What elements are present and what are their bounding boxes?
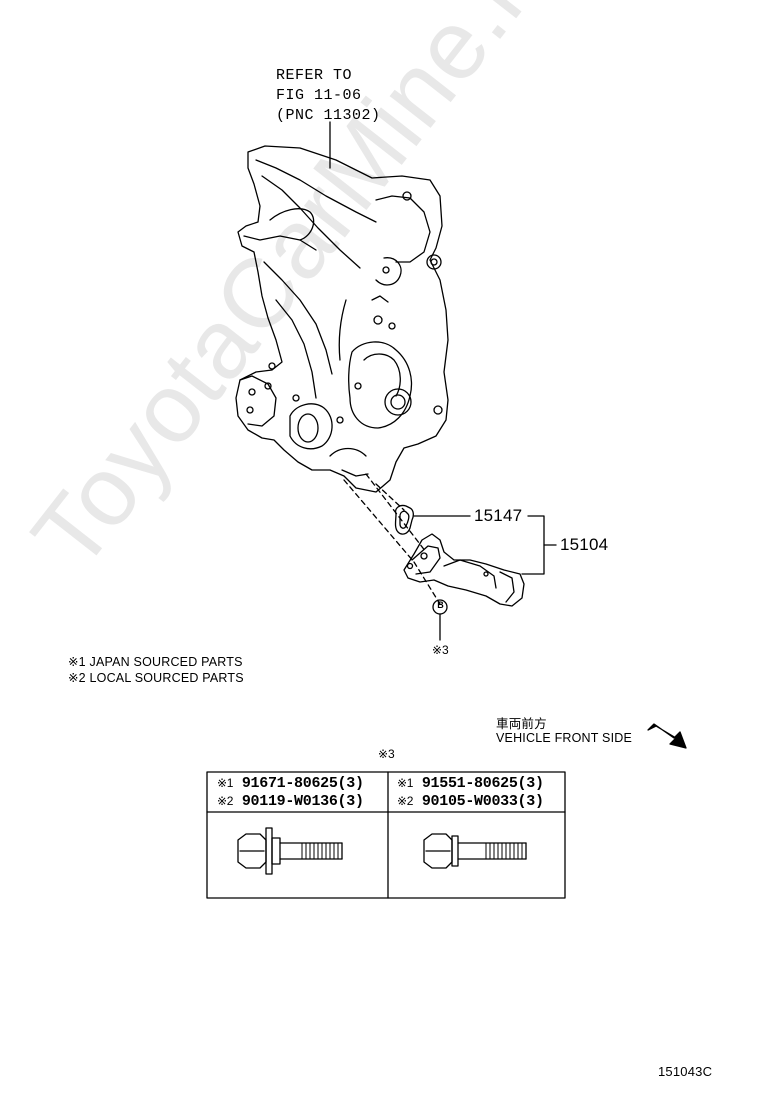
callout-15147[interactable]: 15147 (474, 506, 523, 525)
figure-id: 151043C (658, 1064, 713, 1079)
right-part-row1[interactable]: ※1 91551-80625(3) (397, 775, 544, 792)
left-mark1: ※1 (217, 776, 234, 790)
vehicle-front-arrow (647, 723, 687, 749)
left-part-row2[interactable]: ※2 90119-W0136(3) (217, 793, 364, 810)
right-part2: 90105-W0033(3) (421, 793, 544, 810)
right-part1: 91551-80625(3) (421, 775, 544, 792)
gasket-drawing (394, 504, 414, 535)
left-mark2: ※2 (217, 794, 234, 808)
right-part-row2[interactable]: ※2 90105-W0033(3) (397, 793, 544, 810)
left-part2: 90119-W0136(3) (241, 793, 364, 810)
refer-note[interactable]: REFER TO FIG 11-06 (PNC 11302) (276, 66, 381, 126)
timing-cover-drawing (235, 145, 449, 493)
callout-15104[interactable]: 15104 (560, 535, 609, 554)
hex-bolt-drawing (423, 833, 527, 869)
legend-local-sourced: ※2 LOCAL SOURCED PARTS (68, 671, 244, 685)
strainer-bracket-line (521, 515, 545, 575)
refer-note-line2: FIG 11-06 (276, 87, 362, 104)
vehicle-front-en: VEHICLE FRONT SIDE (496, 731, 633, 745)
flange-bolt-drawing (237, 827, 343, 875)
right-mark2: ※2 (397, 794, 414, 808)
refer-note-line3: (PNC 11302) (276, 107, 381, 124)
bolt-table-frame (206, 771, 566, 899)
legend-japan-sourced: ※1 JAPAN SOURCED PARTS (68, 655, 243, 669)
vehicle-front-jp: 車両前方 (496, 717, 547, 731)
right-mark1: ※1 (397, 776, 414, 790)
bolt-table-mark: ※3 (378, 747, 395, 761)
left-part1: 91671-80625(3) (241, 775, 364, 792)
oil-strainer-drawing (403, 533, 525, 607)
bolt-ref-mark: ※3 (432, 643, 449, 657)
left-part-row1[interactable]: ※1 91671-80625(3) (217, 775, 364, 792)
alignment-dashes (343, 473, 441, 605)
refer-note-line1: REFER TO (276, 67, 353, 84)
bolt-ref-circle (432, 599, 448, 615)
bolt-ref-letter: B (437, 600, 444, 610)
